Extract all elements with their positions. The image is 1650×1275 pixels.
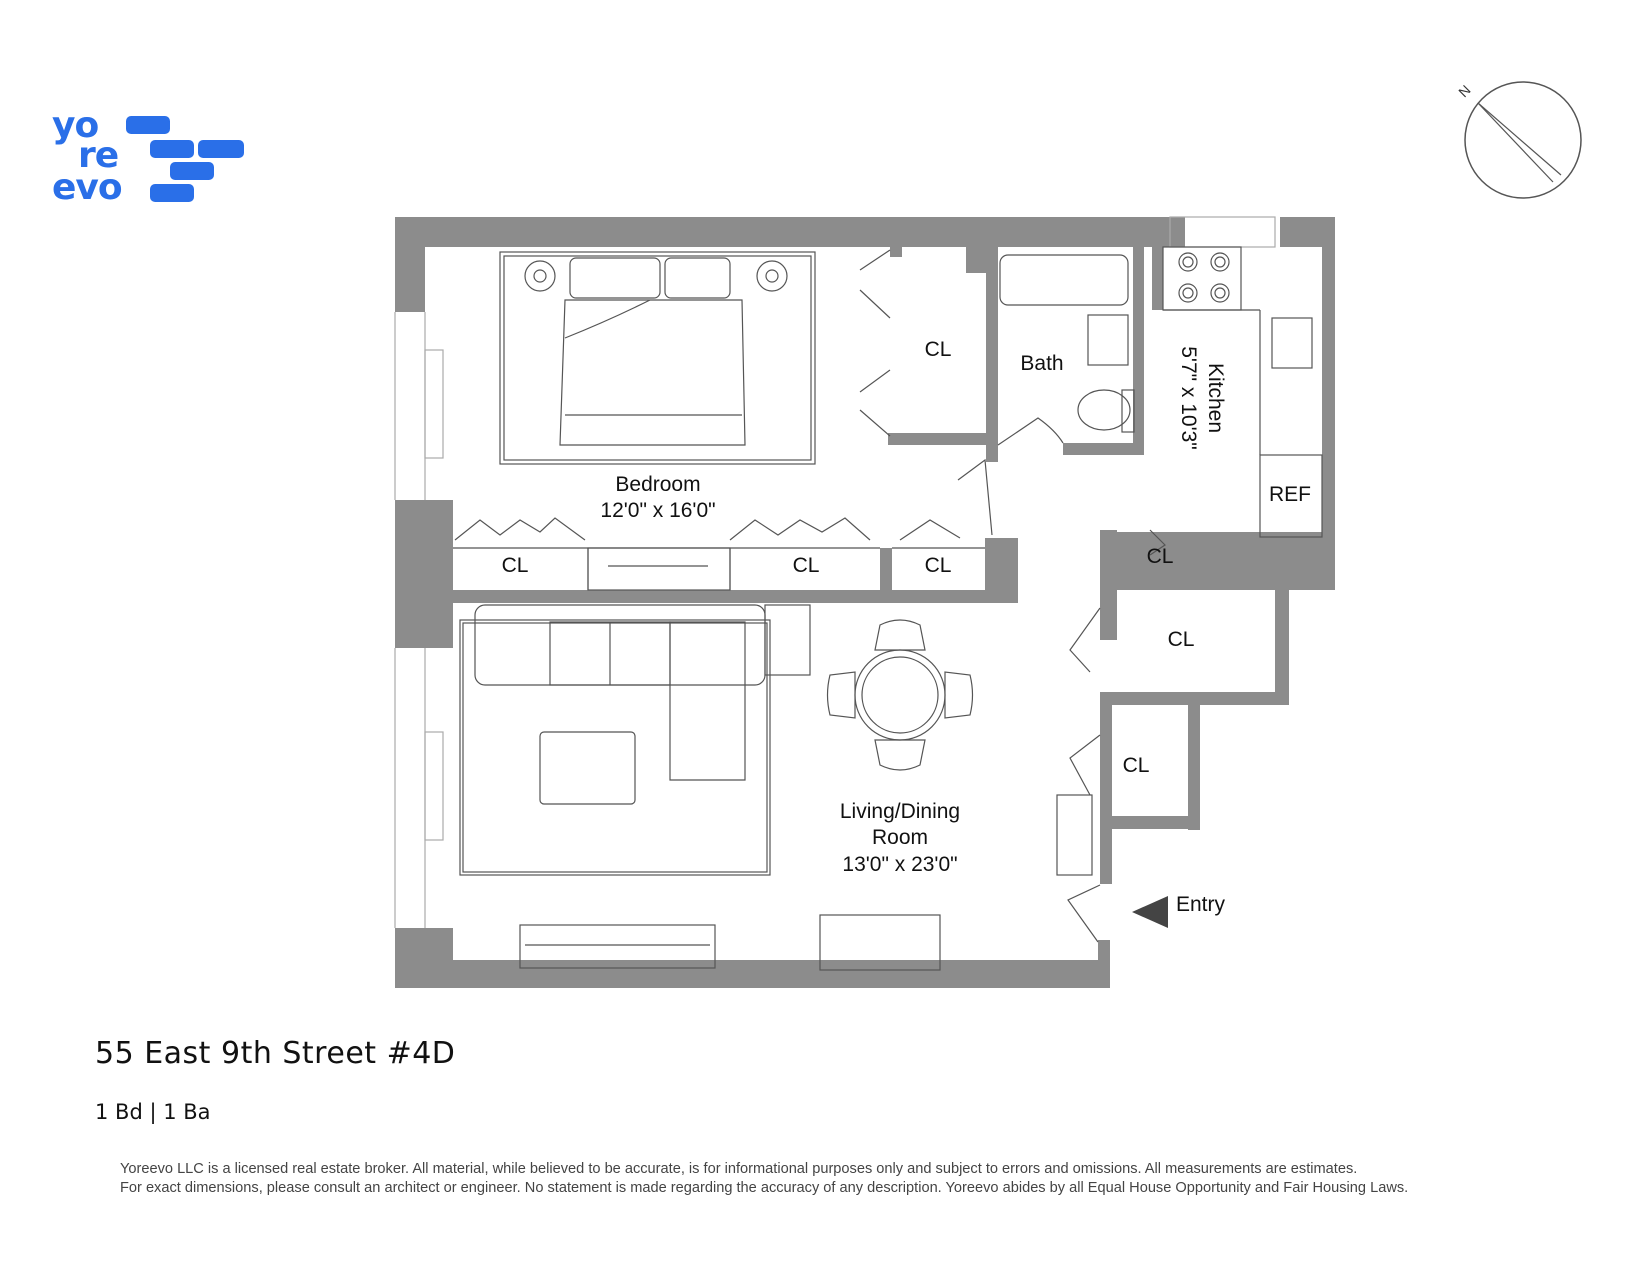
closet-label: CL (924, 338, 952, 361)
disclaimer-line1: Yoreevo LLC is a licensed real estate br… (120, 1161, 1358, 1177)
logo-text-yo: yo (52, 105, 99, 146)
closet-label: CL (1167, 628, 1195, 651)
logo-bar (150, 140, 194, 158)
living-label-line1: Living/Dining (839, 800, 961, 823)
north-compass-icon: N (1455, 81, 1582, 199)
kitchen-dims: 5'7" x 10'3" (1177, 346, 1200, 450)
closet-label: CL (1122, 754, 1150, 777)
closet-label: CL (501, 554, 529, 577)
interior-lines (453, 246, 1323, 971)
closet-label: CL (792, 554, 820, 577)
left-windows (394, 216, 1276, 928)
yoreevo-logo: yo re evo (50, 108, 250, 208)
bedroom-label: Bedroom (615, 473, 701, 496)
entry-label: Entry (1176, 893, 1226, 916)
entry-arrow-icon (1132, 896, 1168, 928)
ref-label: REF (1269, 483, 1311, 506)
listing-summary: 1 Bd | 1 Ba (95, 1100, 211, 1124)
floor-plan (394, 216, 1335, 988)
closet-label: CL (924, 554, 952, 577)
disclaimer-line2: For exact dimensions, please consult an … (120, 1180, 1409, 1196)
logo-text-re: re (78, 135, 119, 176)
walls (395, 217, 1335, 988)
bedroom-dims: 12'0" x 16'0" (600, 499, 716, 522)
closet-label: CL (1146, 545, 1174, 568)
logo-bar (170, 162, 214, 180)
listing-address: 55 East 9th Street #4D (95, 1036, 456, 1071)
logo-text-evo: evo (52, 167, 123, 208)
logo-bar (150, 184, 194, 202)
logo-bar (198, 140, 244, 158)
bath-label: Bath (1020, 352, 1064, 375)
logo-bar (126, 116, 170, 134)
kitchen-label: Kitchen (1204, 362, 1227, 434)
living-label-line2: Room (871, 826, 929, 849)
living-dims: 13'0" x 23'0" (842, 853, 958, 876)
disclaimer: Yoreevo LLC is a licensed real estate br… (120, 1160, 1480, 1198)
